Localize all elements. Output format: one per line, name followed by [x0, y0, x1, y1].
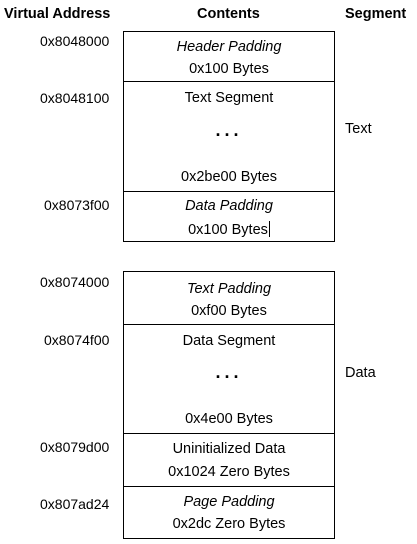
region-size: 0x100 Bytes [188, 222, 268, 238]
segment-label-data: Data [345, 365, 376, 381]
address-label: 0x807ad24 [40, 496, 110, 512]
ellipsis-dots: ... [215, 362, 243, 382]
region-size: 0x2dc Zero Bytes [172, 516, 286, 532]
memory-block-data: Text Padding 0xf00 Bytes Data Segment ..… [123, 271, 335, 539]
address-label: 0x8048000 [40, 33, 110, 49]
region-data-padding: Data Padding 0x100 Bytes [124, 192, 334, 241]
region-size: 0x1024 Zero Bytes [168, 464, 290, 480]
header-virtual-address: Virtual Address [4, 6, 111, 22]
region-size-with-cursor: 0x100 Bytes [124, 221, 334, 238]
region-header-padding: Header Padding 0x100 Bytes [124, 32, 334, 82]
region-title: Header Padding [176, 39, 282, 55]
header-contents: Contents [197, 6, 260, 22]
region-data-segment: Data Segment ... 0x4e00 Bytes [124, 325, 334, 434]
address-label: 0x8074f00 [44, 332, 110, 348]
address-label: 0x8073f00 [44, 197, 110, 213]
region-size: 0x4e00 Bytes [185, 411, 273, 427]
region-text-segment: Text Segment ... 0x2be00 Bytes [124, 82, 334, 192]
region-size: 0x2be00 Bytes [181, 169, 277, 185]
region-title: Uninitialized Data [172, 441, 286, 457]
region-uninitialized-data: Uninitialized Data 0x1024 Zero Bytes [124, 434, 334, 487]
region-text-padding: Text Padding 0xf00 Bytes [124, 272, 334, 325]
region-page-padding: Page Padding 0x2dc Zero Bytes [124, 487, 334, 538]
region-title: Text Padding [186, 281, 272, 297]
region-title: Data Padding [185, 198, 273, 214]
region-size: 0xf00 Bytes [191, 303, 267, 319]
text-cursor [268, 221, 270, 237]
ellipsis-dots: ... [215, 120, 243, 140]
memory-block-text: Header Padding 0x100 Bytes Text Segment … [123, 31, 335, 242]
region-size: 0x100 Bytes [189, 61, 269, 77]
segment-label-text: Text [345, 121, 372, 137]
address-label: 0x8079d00 [40, 439, 110, 455]
address-label: 0x8048100 [40, 90, 110, 106]
address-label: 0x8074000 [40, 274, 110, 290]
region-title: Page Padding [183, 494, 275, 510]
region-title: Text Segment [184, 90, 274, 106]
region-title: Data Segment [182, 333, 276, 349]
header-segment: Segment [345, 6, 407, 22]
